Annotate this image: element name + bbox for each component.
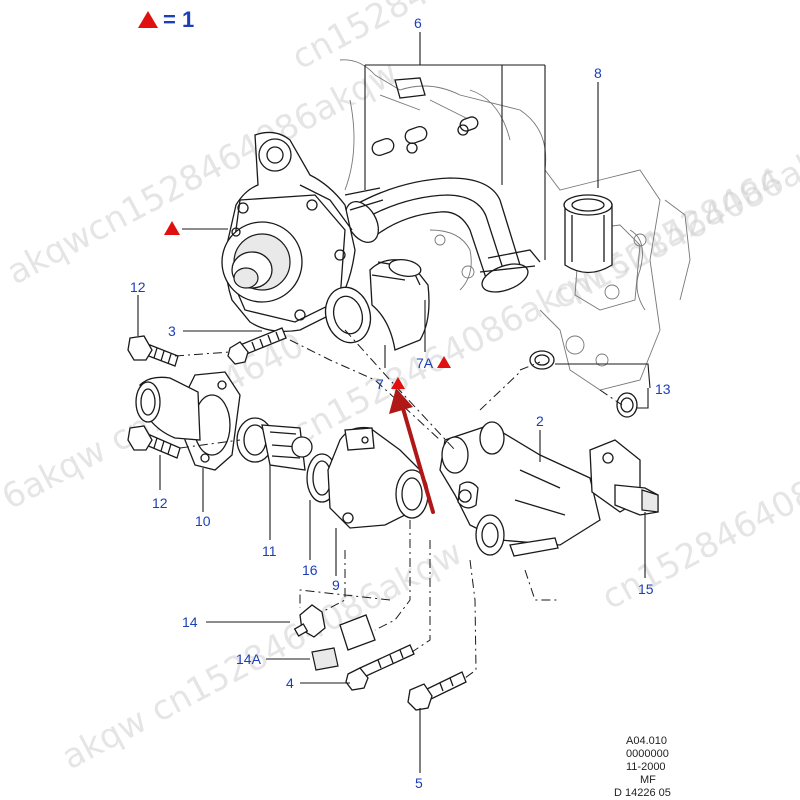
part-13-o-ring-upper [529,350,555,370]
part-15-sensor [589,439,659,516]
callout-4: 4 [286,675,294,691]
leader-lines [137,32,651,773]
reference-line-2: 0000000 [626,748,669,760]
part-9-thermostat-housing [327,426,429,529]
callout-7a-triangle-icon [437,356,451,368]
reference-line-1: A04.010 [626,735,667,747]
callout-7: 7 [376,376,384,392]
assembly-centerlines [174,329,623,679]
part-4-stud [345,644,415,691]
part-8-outlet-pipe [563,194,613,274]
arrow-head-icon [389,388,413,414]
callout-12-lower: 12 [152,495,168,511]
callout-13: 13 [655,381,671,397]
reference-block: A04.010 0000000 11-2000 MF D 14226 05 [614,735,671,799]
callout-8: 8 [594,65,602,81]
callout-7-triangle-icon [391,377,405,389]
part-12-bolt-upper [127,335,179,367]
callouts: 6 8 3 12 12 10 11 16 9 7 7A 2 13 15 14 1… [130,15,671,791]
part-3-bolt [227,327,287,365]
callout-5: 5 [415,775,423,791]
callout-15: 15 [638,581,654,597]
callout-9: 9 [332,577,340,593]
part-13-o-ring-lower [616,392,638,418]
callout-3: 3 [168,323,176,339]
callout-2: 2 [536,413,544,429]
annotation-arrow [389,388,435,514]
reference-line-4: MF [640,774,656,786]
part-12-bolt-lower [127,425,181,459]
part-7-hose [324,258,430,351]
water-pump [221,131,356,333]
pump-triangle-icon [164,221,180,235]
part-14-temp-sender [293,604,376,651]
callout-14a: 14A [236,651,262,667]
part-10-housing-cover [135,371,241,471]
legend-triangle-icon [138,11,158,28]
watermark-text-1: cn1528464086akqw [285,0,610,78]
legend-text: = 1 [163,7,194,32]
part-6-upper-hose [344,77,541,293]
callout-14: 14 [182,614,198,630]
legend: = 1 [138,7,194,32]
reference-line-5: D 14226 05 [614,787,671,799]
part-11-thermostat [236,417,313,471]
callout-16: 16 [302,562,318,578]
part-2-coolant-junction [439,421,601,557]
reference-line-3: 11-2000 [626,761,666,773]
callout-10: 10 [195,513,211,529]
callout-11: 11 [262,543,277,559]
callout-7a: 7A [416,355,434,371]
callout-6: 6 [414,15,422,31]
part-5-bolt [407,671,467,711]
callout-12-upper: 12 [130,279,146,295]
part-14a-connector [311,647,339,671]
